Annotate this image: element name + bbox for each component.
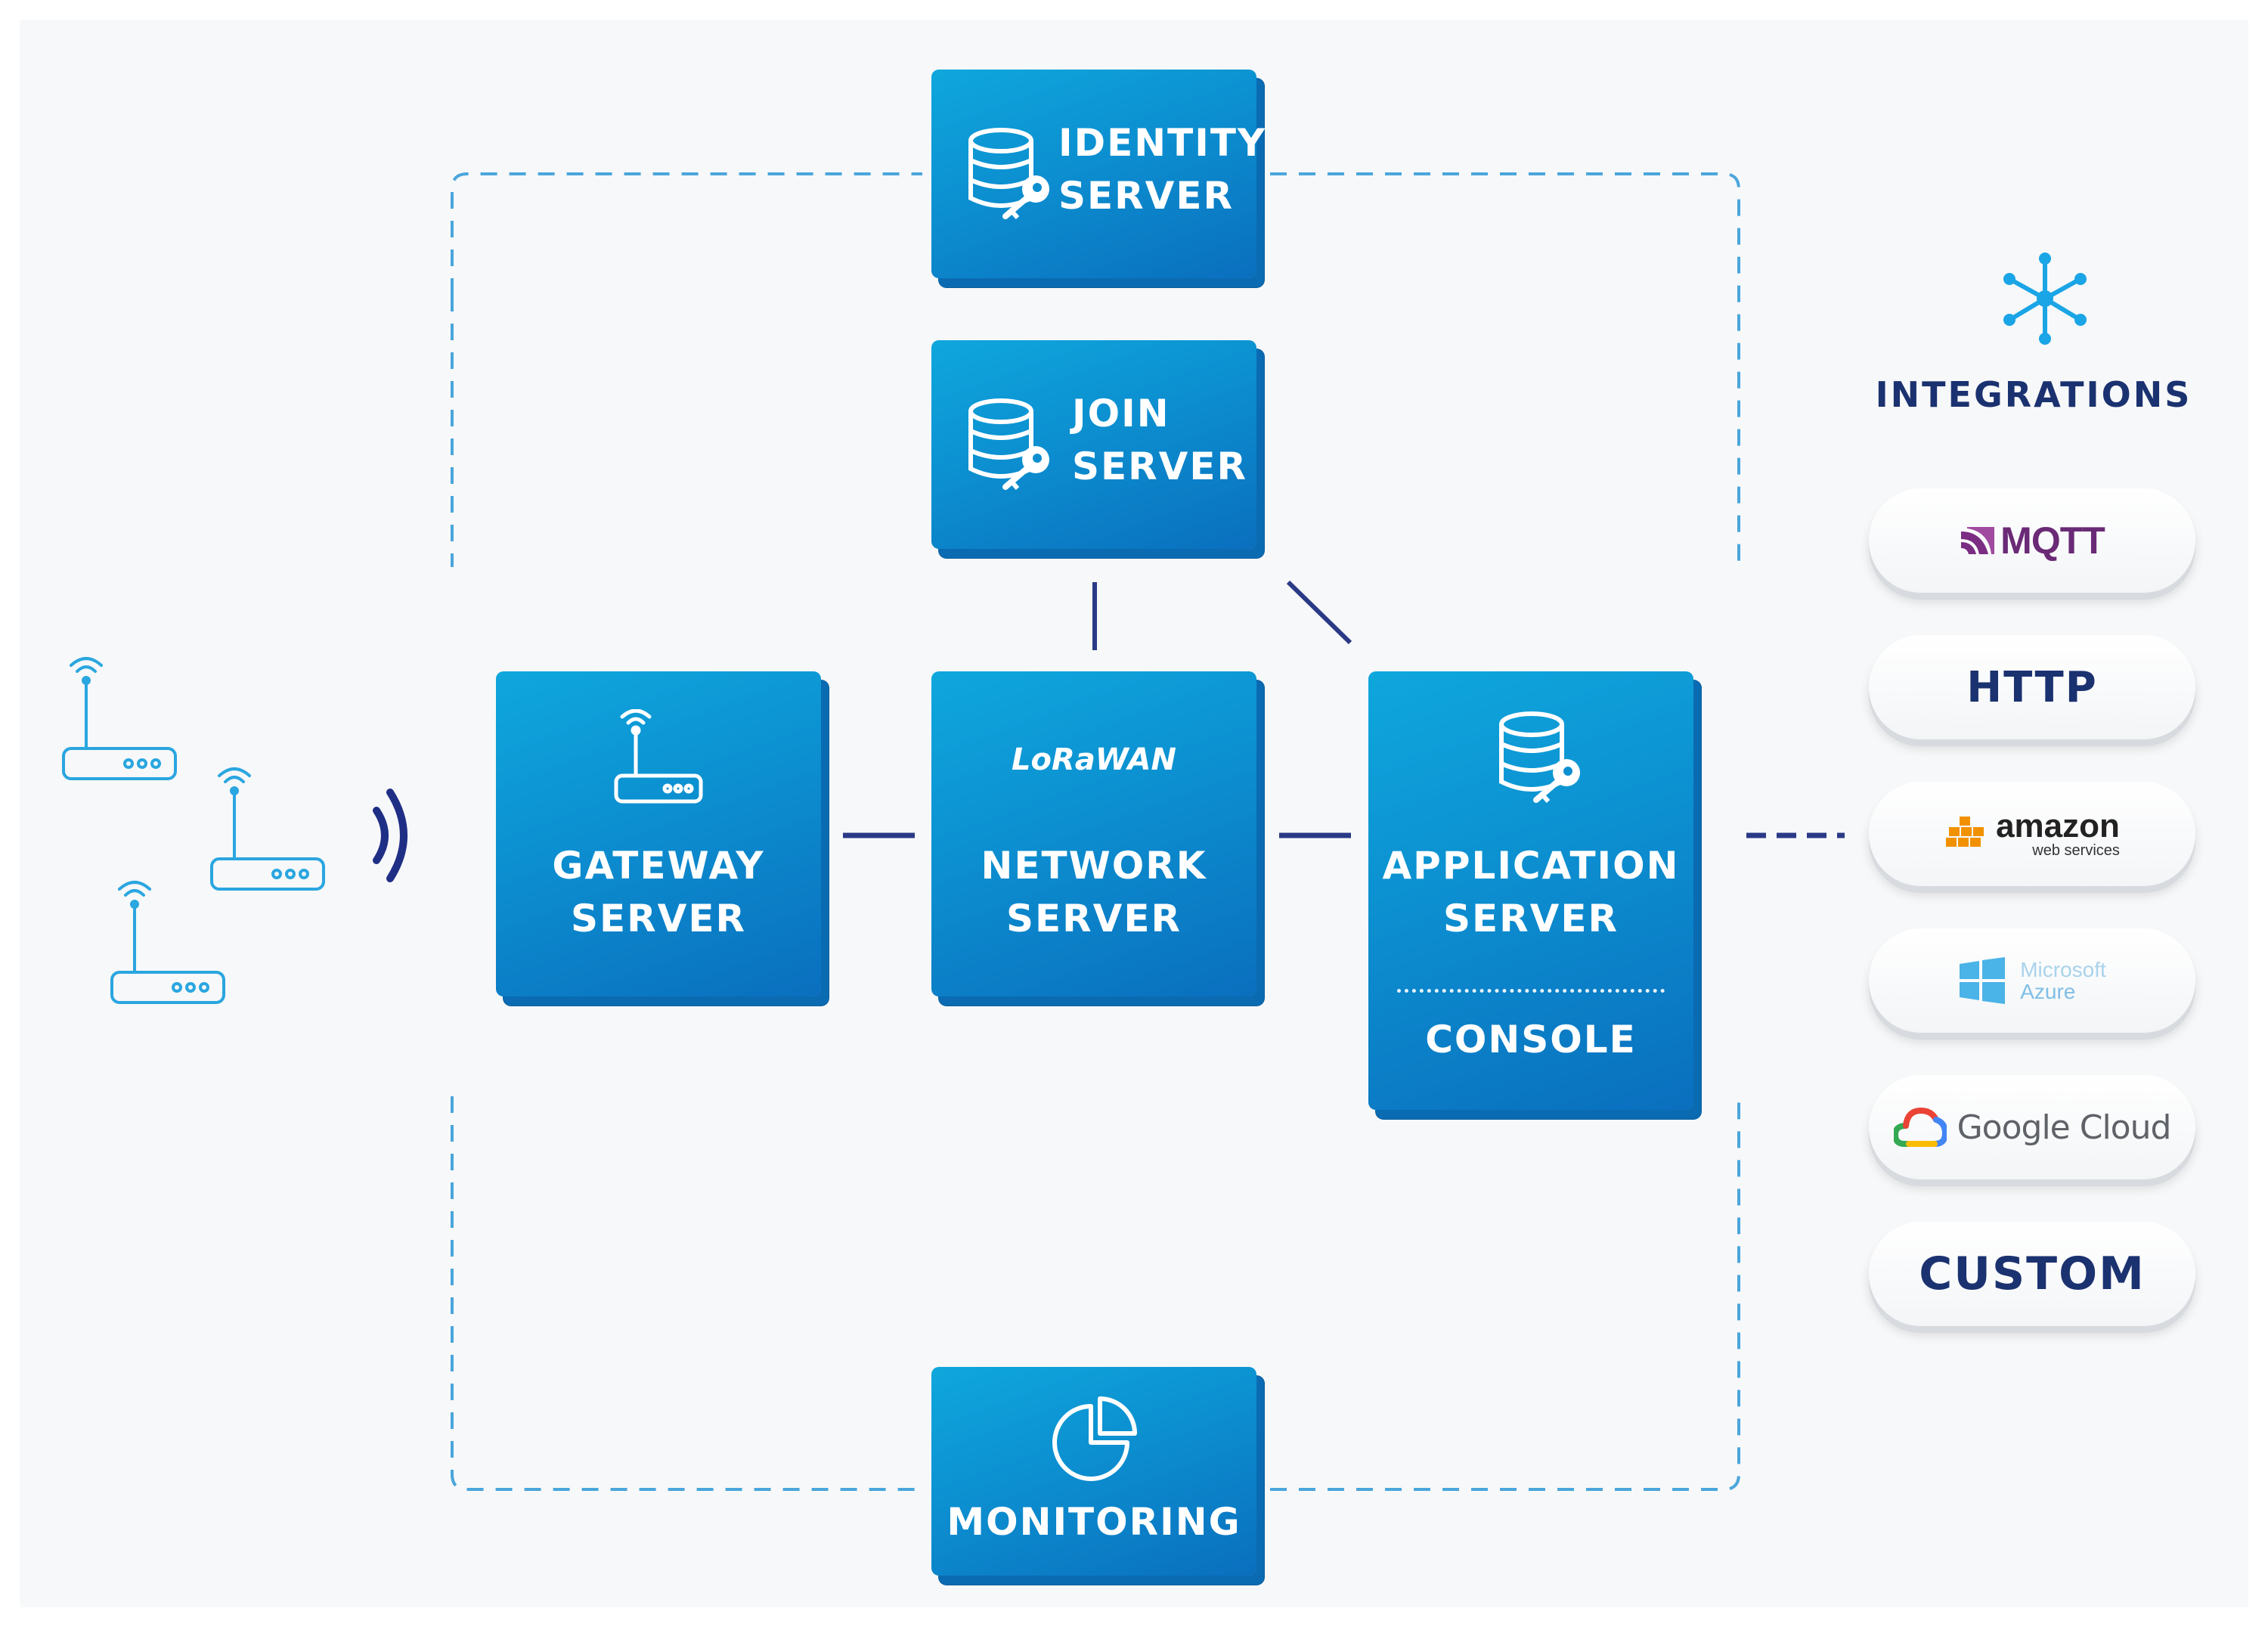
custom-label: CUSTOM — [1919, 1247, 2146, 1300]
aws-sublabel: web services — [2032, 842, 2120, 859]
integration-azure[interactable]: Microsoft Azure — [1869, 928, 2195, 1033]
aws-cubes-icon — [1946, 817, 1984, 847]
connector-join-application — [1286, 580, 1352, 645]
database-key-icon — [968, 398, 1049, 490]
integrations-title: INTEGRATIONS — [1875, 374, 2192, 415]
integration-mqtt[interactable]: MQTT — [1869, 488, 2195, 593]
google-cloud-icon — [1893, 1107, 1947, 1147]
router-icon-1 — [62, 657, 177, 780]
application-server-block: APPLICATION SERVER CONSOLE — [1368, 671, 1693, 1110]
join-server-block: JOIN SERVER — [931, 340, 1256, 549]
lorawan-logo: LoRaWAN — [1012, 742, 1176, 777]
hub-network-icon — [2003, 253, 2087, 345]
router-icon — [62, 657, 325, 1004]
end-devices — [53, 650, 355, 1028]
integration-aws[interactable]: amazon web services — [1869, 782, 2195, 886]
dashed-frame-bottom — [451, 1096, 1740, 1491]
aws-label: amazon — [1996, 807, 2120, 844]
gateway-server-label: GATEWAY SERVER — [552, 844, 765, 941]
join-server-label: JOIN SERVER — [1072, 392, 1248, 488]
integration-google-cloud[interactable]: Google Cloud — [1869, 1075, 2195, 1179]
gateway-router-icon — [614, 709, 703, 804]
monitoring-label: MONITORING — [947, 1500, 1241, 1544]
integration-http[interactable]: HTTP — [1869, 635, 2195, 739]
application-server-label: APPLICATION SERVER — [1382, 844, 1680, 941]
console-label: CONSOLE — [1425, 1018, 1637, 1061]
azure-sublabel: Azure — [2020, 980, 2076, 1003]
gateway-server-block: GATEWAY SERVER — [496, 671, 821, 996]
database-key-icon — [1499, 711, 1580, 803]
mqtt-logo-icon — [1961, 527, 1995, 554]
dashed-frame-top — [451, 172, 1740, 567]
database-key-icon — [968, 128, 1049, 219]
monitoring-block: MONITORING — [931, 1367, 1256, 1576]
identity-server-label: IDENTITY SERVER — [1058, 121, 1267, 218]
pie-chart-icon — [1052, 1396, 1137, 1481]
mqtt-label: MQTT — [2000, 519, 2105, 562]
azure-wordmark: Microsoft Azure — [2020, 957, 2106, 1003]
router-icon-2 — [210, 767, 325, 891]
http-label: HTTP — [1966, 662, 2098, 712]
windows-logo-icon — [1960, 957, 2006, 1004]
network-server-label: NETWORK SERVER — [981, 844, 1207, 941]
google-cloud-label: Google Cloud — [1957, 1108, 2172, 1147]
identity-server-block: IDENTITY SERVER — [931, 70, 1267, 278]
azure-label: Microsoft — [2020, 957, 2106, 981]
integration-custom[interactable]: CUSTOM — [1869, 1222, 2195, 1326]
aws-wordmark: amazon web services — [1996, 807, 2120, 859]
network-server-block: LoRaWAN NETWORK SERVER — [931, 671, 1256, 996]
radio-waves-icon — [373, 789, 407, 882]
router-icon-3 — [110, 881, 225, 1004]
console-divider — [1397, 989, 1665, 993]
